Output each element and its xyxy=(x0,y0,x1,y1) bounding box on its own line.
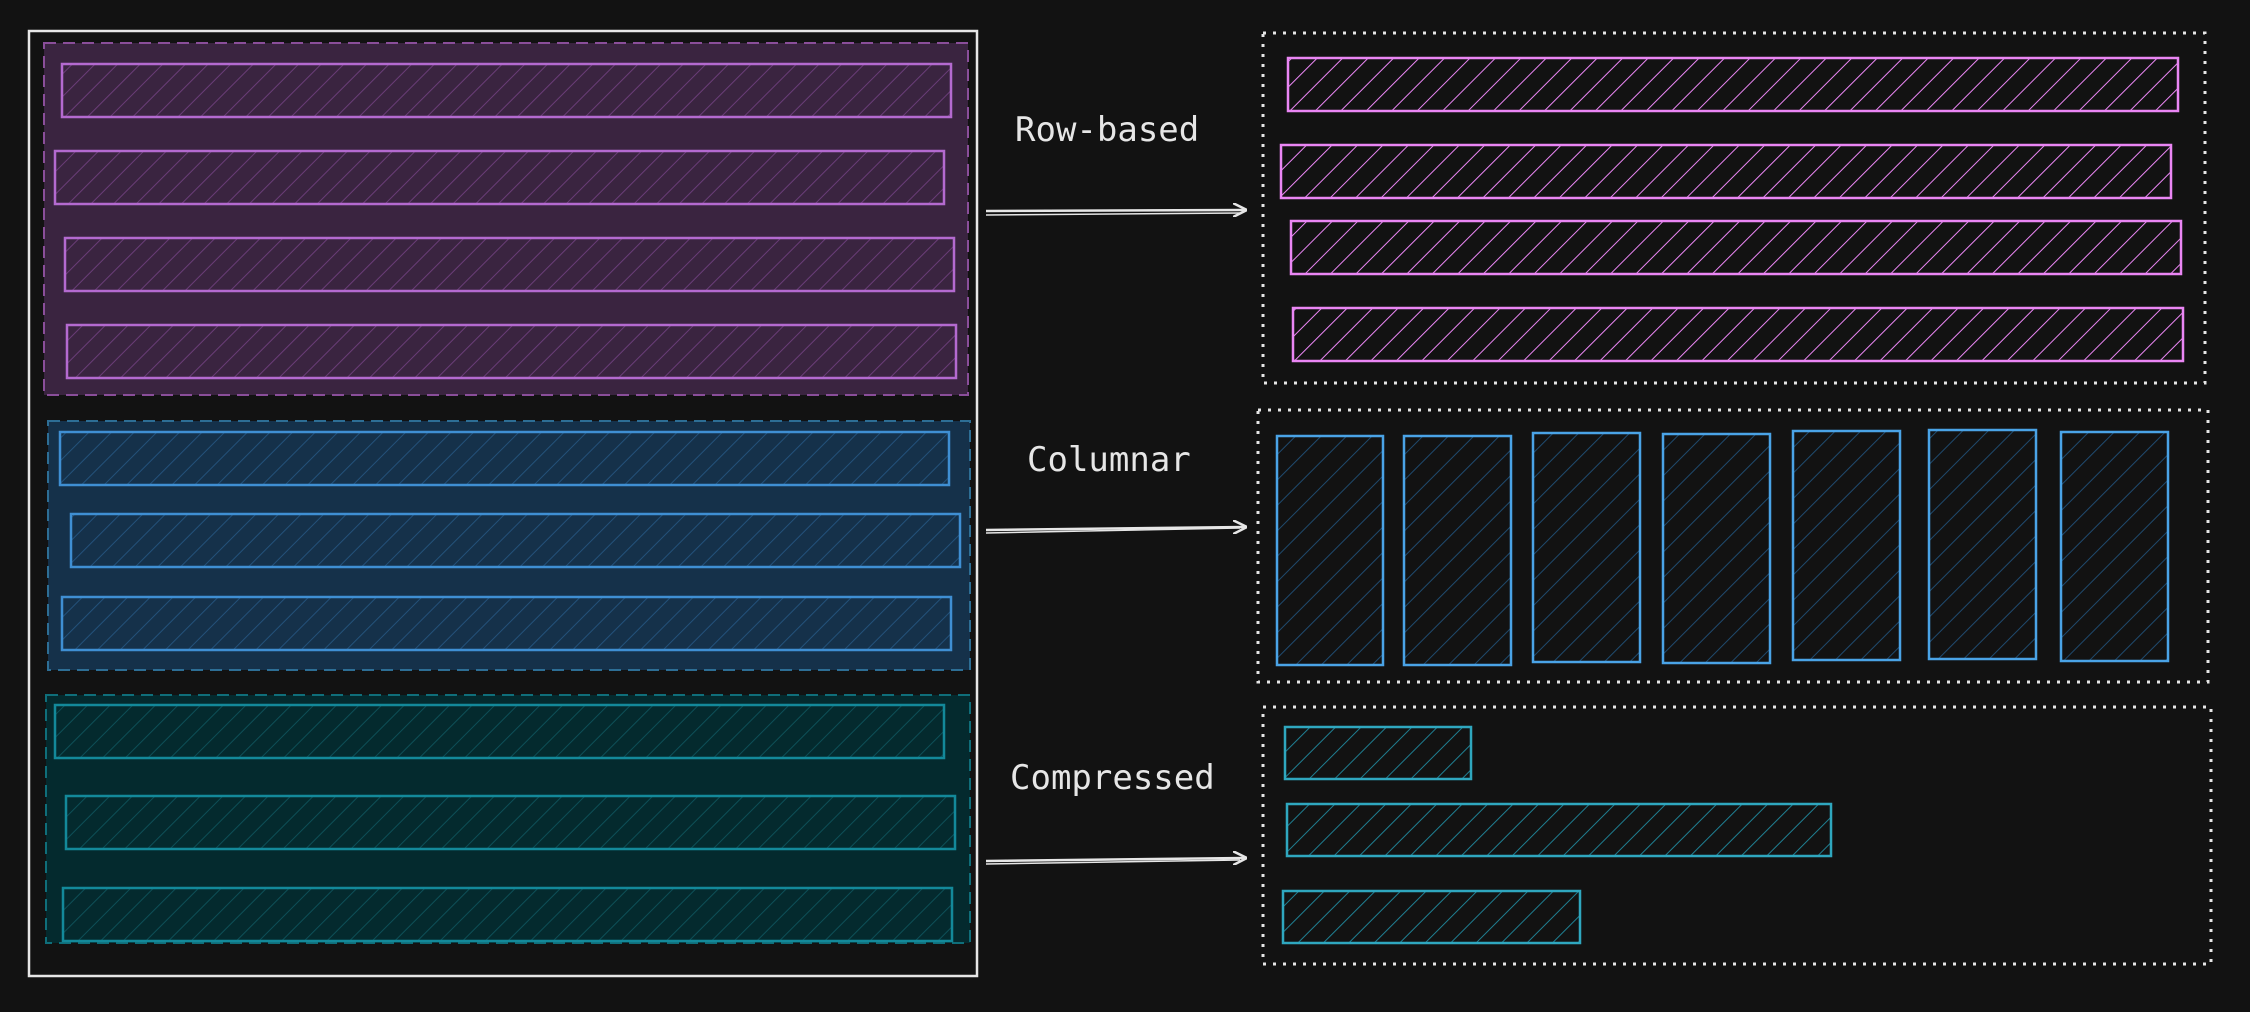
column-4 xyxy=(1661,432,1772,665)
row-based-row-2 xyxy=(1279,143,2173,200)
row-based-panel xyxy=(1261,31,2207,385)
columnar-label: Columnar xyxy=(1027,440,1191,480)
purple-row-3 xyxy=(63,236,956,293)
row-based-row-1 xyxy=(1286,56,2180,113)
purple-row-4 xyxy=(65,323,958,380)
teal-row-2 xyxy=(64,794,957,851)
column-3 xyxy=(1531,431,1642,664)
compressed-block-3 xyxy=(1281,889,1582,945)
compressed-block-1 xyxy=(1283,725,1473,781)
purple-row-1 xyxy=(60,62,953,119)
blue-row-3 xyxy=(60,595,953,652)
arrow-right-icon xyxy=(985,210,1245,215)
column-2 xyxy=(1402,434,1513,667)
column-1 xyxy=(1275,434,1385,667)
blue-row-1 xyxy=(58,430,951,487)
row-based-row-3 xyxy=(1289,219,2183,276)
arrow-right-icon xyxy=(985,527,1245,533)
teal-row-3 xyxy=(61,886,954,943)
compressed-block-2 xyxy=(1285,802,1833,858)
row-based-label: Row-based xyxy=(1015,110,1200,150)
arrow-right-icon xyxy=(985,858,1245,864)
column-5 xyxy=(1791,429,1902,662)
compressed-panel xyxy=(1261,705,2213,966)
blue-row-2 xyxy=(69,512,962,569)
teal-row-1 xyxy=(53,703,946,760)
column-6 xyxy=(1927,428,2038,661)
source-table-outline xyxy=(27,29,979,978)
compressed-label: Compressed xyxy=(1010,758,1215,798)
purple-row-2 xyxy=(53,149,946,206)
column-7 xyxy=(2059,430,2170,663)
row-based-row-4 xyxy=(1291,306,2185,363)
